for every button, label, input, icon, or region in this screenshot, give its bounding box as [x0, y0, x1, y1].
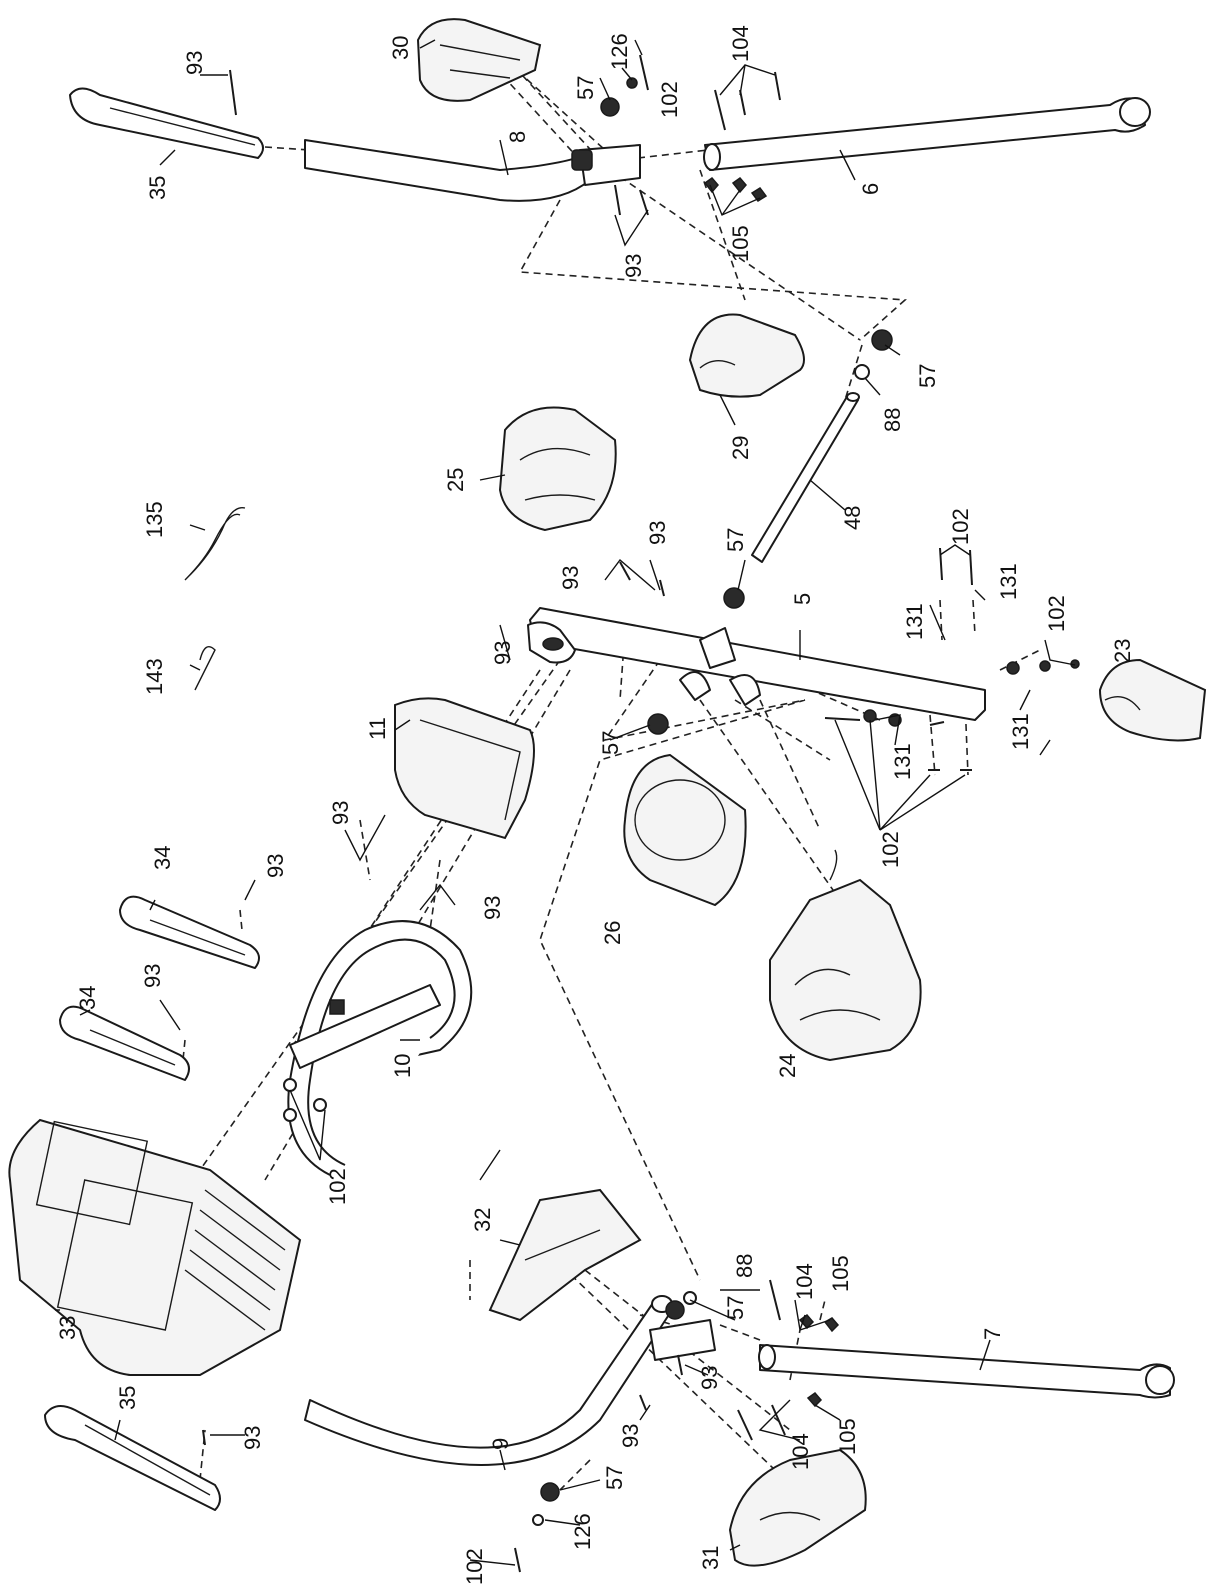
part-10-handlebar: [287, 920, 473, 1176]
label-104-top: 104: [728, 25, 753, 62]
label-102-handle: 102: [325, 1168, 350, 1205]
label-93-bottom-left: 93: [240, 1426, 265, 1450]
label-131-d: 131: [890, 743, 915, 780]
label-93-mid-b: 93: [645, 521, 670, 545]
label-30: 30: [388, 36, 413, 60]
label-29: 29: [728, 436, 753, 460]
label-24: 24: [775, 1054, 800, 1078]
label-33: 33: [55, 1316, 80, 1340]
part-32-cover: [488, 1188, 642, 1322]
label-5: 5: [790, 593, 815, 605]
label-135: 135: [142, 501, 167, 538]
label-93-console-d: 93: [480, 896, 505, 920]
part-7-leg: [758, 1344, 1175, 1399]
part-24-shroud: [769, 849, 922, 1062]
label-57-left-mid: 57: [598, 731, 623, 755]
label-131-c: 131: [1008, 713, 1033, 750]
label-93-lower-a: 93: [697, 1366, 722, 1390]
label-93-console-b: 93: [328, 801, 353, 825]
label-34-top: 34: [150, 846, 175, 870]
label-131-a: 131: [902, 603, 927, 640]
label-34-bottom: 34: [75, 986, 100, 1010]
label-105-lower-a: 105: [828, 1255, 853, 1292]
label-57-top: 57: [573, 76, 598, 100]
label-31: 31: [698, 1546, 723, 1570]
label-93-mid-a: 93: [558, 566, 583, 590]
right-bushings: [647, 329, 893, 735]
label-131-b: 131: [996, 563, 1021, 600]
label-35-bottom: 35: [115, 1386, 140, 1410]
label-143: 143: [142, 658, 167, 695]
label-26: 26: [600, 921, 625, 945]
label-6: 6: [858, 183, 883, 195]
label-126-lower: 126: [570, 1513, 595, 1550]
part-31-cover: [728, 1448, 867, 1567]
part-30-cover: [416, 18, 542, 102]
label-102-right-mid: 102: [1044, 595, 1069, 632]
part-11-plate: [394, 697, 535, 840]
label-23: 23: [1110, 639, 1135, 663]
label-48: 48: [840, 506, 865, 530]
part-8-upper-arm: [304, 139, 641, 202]
label-88-lower: 88: [732, 1254, 757, 1278]
label-32: 32: [470, 1208, 495, 1232]
part-23-cap: [1098, 658, 1207, 742]
label-102-right-bottom: 102: [878, 831, 903, 868]
part-35-upper-grip: [69, 87, 264, 159]
label-11: 11: [365, 717, 390, 740]
label-93-lower-b: 93: [618, 1424, 643, 1448]
lower-fasteners: [202, 1078, 840, 1573]
label-102-lower: 102: [462, 1548, 487, 1585]
leader-lines: [55, 39, 1076, 1566]
label-102-top: 102: [657, 81, 682, 118]
label-126-top: 126: [607, 33, 632, 70]
label-57-right-top: 57: [915, 364, 940, 388]
label-104-lower-b: 104: [788, 1433, 813, 1470]
part-25-cover: [498, 406, 617, 532]
part-34-grip-b: [59, 1005, 190, 1081]
label-105-lower-b: 105: [835, 1418, 860, 1455]
label-57-lower-a: 57: [723, 1296, 748, 1320]
label-104-lower-a: 104: [792, 1263, 817, 1300]
part-33-console: [8, 1118, 302, 1376]
label-10: 10: [390, 1054, 415, 1078]
label-102-right-top: 102: [948, 508, 973, 545]
label-93-console-a: 93: [490, 641, 515, 665]
callout-labels: 35 93 8 30 57 126 102 104 6 105 93 29 57…: [55, 25, 1135, 1585]
part-5-frame: [527, 607, 986, 721]
part-48-rod: [751, 392, 860, 563]
label-105-top: 105: [728, 225, 753, 262]
label-57-lower-b: 57: [602, 1466, 627, 1490]
label-57-mid: 57: [723, 528, 748, 552]
part-34-grip-a: [119, 895, 260, 969]
label-25: 25: [443, 468, 468, 492]
label-7: 7: [980, 1328, 1005, 1340]
label-93-top-center: 93: [621, 254, 646, 278]
label-8: 8: [505, 131, 530, 143]
label-88-right: 88: [880, 408, 905, 432]
part-6-leg: [703, 97, 1151, 171]
cables: [184, 506, 246, 691]
part-29-cover: [688, 313, 805, 398]
label-93-console-c: 93: [263, 854, 288, 878]
label-93-top-left: 93: [182, 51, 207, 75]
label-9: 9: [488, 1438, 513, 1450]
label-35-top: 35: [145, 176, 170, 200]
part-35-lower-grip: [44, 1405, 221, 1511]
label-93-grip: 93: [140, 964, 165, 988]
part-26-cover: [623, 753, 747, 907]
frame-fasteners: [619, 547, 1080, 771]
